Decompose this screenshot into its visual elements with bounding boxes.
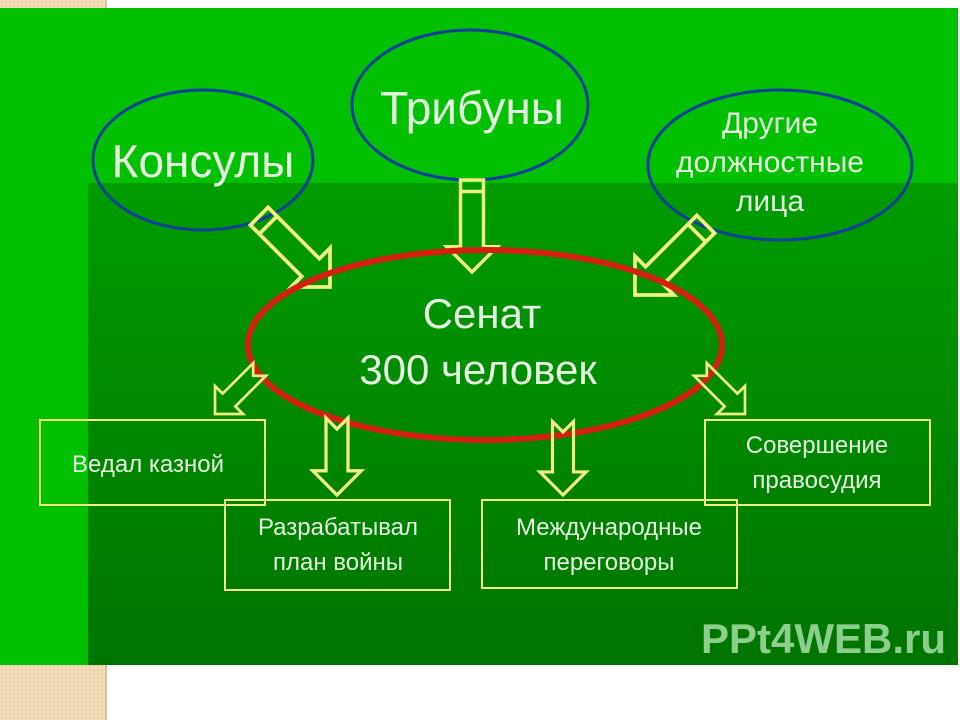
inner-panel <box>88 183 958 665</box>
senate-label: Сенат <box>423 290 542 337</box>
tribunes-label: Трибуны <box>380 82 564 134</box>
justice-label-1: Совершение <box>746 432 888 459</box>
box-justice: Совершение правосудия <box>704 419 931 506</box>
diplomacy-label-1: Международные <box>516 514 702 541</box>
watermark: PPt4WEB.ru <box>701 615 946 662</box>
others-label-1: Другие <box>722 107 818 140</box>
war-label-2: план войны <box>273 549 403 576</box>
node-other-officials: Другие должностные лица <box>646 88 914 242</box>
diplomacy-label-2: переговоры <box>543 549 674 576</box>
node-senate: Сенат 300 человек <box>245 247 725 443</box>
box-war-plan: Разрабатывал план войны <box>224 499 451 591</box>
war-label-1: Разрабатывал <box>258 514 418 541</box>
treasury-label: Ведал казной <box>72 451 224 478</box>
others-label-3: лица <box>736 185 804 218</box>
justice-label-2: правосудия <box>752 467 881 494</box>
box-treasury: Ведал казной <box>39 419 266 506</box>
consuls-label: Консулы <box>112 135 295 187</box>
others-label-2: должностные <box>676 146 864 179</box>
senate-size-label: 300 человек <box>359 346 597 393</box>
node-consuls: Консулы <box>91 88 315 232</box>
box-diplomacy: Международные переговоры <box>481 499 738 589</box>
